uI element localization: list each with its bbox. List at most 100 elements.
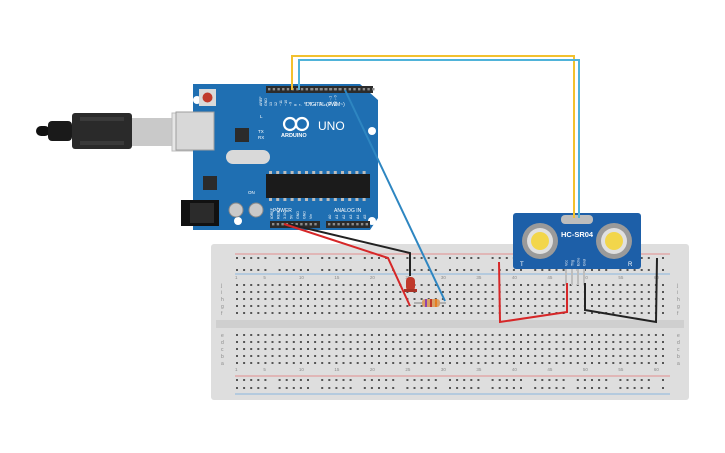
breadboard-hole	[626, 269, 629, 271]
breadboard-hole	[406, 355, 409, 357]
wire-black-sensor	[584, 257, 658, 324]
breadboard-hole	[278, 348, 281, 350]
row-letter: h	[677, 297, 680, 303]
breadboard-hole	[569, 312, 572, 314]
breadboard-hole	[285, 387, 288, 389]
breadboard-hole	[285, 348, 288, 350]
breadboard-hole	[299, 312, 302, 314]
breadboard-hole	[427, 387, 430, 389]
breadboard-hole	[413, 341, 416, 343]
breadboard-hole	[470, 291, 473, 293]
breadboard-hole	[420, 362, 423, 364]
breadboard-hole	[285, 355, 288, 357]
breadboard-hole	[328, 348, 331, 350]
breadboard-hole	[484, 312, 487, 314]
breadboard-hole	[264, 387, 267, 389]
breadboard-hole	[250, 305, 253, 307]
breadboard-hole	[363, 341, 366, 343]
breadboard-hole	[335, 269, 338, 271]
breadboard-hole	[257, 348, 260, 350]
row-letter: c	[677, 347, 680, 353]
breadboard-hole	[278, 334, 281, 336]
breadboard-hole	[250, 387, 253, 389]
breadboard-hole	[378, 291, 380, 293]
breadboard-hole	[591, 379, 593, 381]
row-letter: c	[221, 347, 224, 353]
breadboard-hole	[243, 341, 246, 343]
breadboard-hole	[427, 348, 430, 350]
breadboard-hole	[505, 362, 508, 364]
breadboard-hole	[257, 291, 260, 293]
breadboard-hole	[633, 341, 636, 343]
wire-black-arduino	[287, 223, 411, 276]
breadboard-hole	[548, 362, 551, 364]
breadboard-hole	[257, 284, 260, 286]
breadboard-hole	[264, 379, 267, 381]
pin-label: 8	[294, 104, 298, 106]
pin-label: A5	[363, 215, 367, 219]
breadboard-hole	[342, 305, 345, 307]
breadboard-hole	[321, 387, 324, 389]
breadboard-hole	[548, 312, 551, 314]
breadboard-hole	[598, 379, 601, 381]
row-letter: d	[221, 340, 224, 346]
pin-label: GND	[303, 211, 307, 219]
breadboard-hole	[307, 355, 309, 357]
sensor-label: HC-SR04	[561, 230, 594, 239]
breadboard-hole	[520, 291, 522, 293]
breadboard-hole	[385, 341, 388, 343]
breadboard-hole	[328, 291, 331, 293]
breadboard-hole	[441, 312, 444, 314]
header-pin	[272, 223, 275, 226]
breadboard-hole	[342, 298, 345, 300]
breadboard-hole	[427, 312, 430, 314]
breadboard-hole	[633, 298, 636, 300]
row-letter: j	[676, 283, 678, 289]
breadboard-hole	[647, 387, 650, 389]
breadboard-hole	[534, 387, 537, 389]
breadboard-hole	[420, 284, 423, 286]
breadboard-hole	[583, 341, 586, 343]
column-number: 5	[263, 275, 266, 280]
breadboard-hole	[314, 348, 317, 350]
breadboard-hole	[335, 284, 338, 286]
breadboard-hole	[264, 355, 267, 357]
header-pin	[309, 223, 312, 226]
breadboard-hole	[640, 341, 643, 343]
breadboard-hole	[307, 341, 309, 343]
breadboard-hole	[264, 341, 267, 343]
breadboard-hole	[548, 334, 551, 336]
breadboard-hole	[527, 291, 530, 293]
breadboard-hole	[541, 334, 544, 336]
breadboard-hole	[633, 291, 636, 293]
breadboard-hole	[392, 312, 395, 314]
power-header	[270, 221, 320, 228]
column-number: 15	[334, 275, 340, 280]
atmega-chip	[266, 174, 370, 198]
breadboard-hole	[463, 298, 466, 300]
breadboard-hole	[555, 341, 558, 343]
breadboard-hole	[541, 348, 544, 350]
breadboard-hole	[477, 341, 480, 343]
header-pin	[362, 88, 366, 91]
pin-label: ~10	[284, 100, 288, 106]
breadboard-hole	[541, 284, 544, 286]
breadboard-hole	[278, 341, 281, 343]
breadboard-hole	[236, 298, 238, 300]
breadboard-hole	[598, 387, 601, 389]
breadboard-hole	[505, 387, 508, 389]
breadboard-hole	[555, 355, 558, 357]
breadboard-hole	[434, 291, 437, 293]
breadboard-hole	[299, 269, 302, 271]
on-label: ON	[248, 190, 255, 195]
breadboard-hole	[619, 334, 622, 336]
breadboard-hole	[654, 348, 657, 350]
breadboard-hole	[484, 362, 487, 364]
breadboard-hole	[292, 291, 295, 293]
breadboard-hole	[236, 284, 238, 286]
breadboard-hole	[363, 362, 366, 364]
crystal	[226, 150, 270, 164]
breadboard-hole	[236, 334, 238, 336]
breadboard-hole	[420, 291, 423, 293]
breadboard-hole	[583, 312, 586, 314]
